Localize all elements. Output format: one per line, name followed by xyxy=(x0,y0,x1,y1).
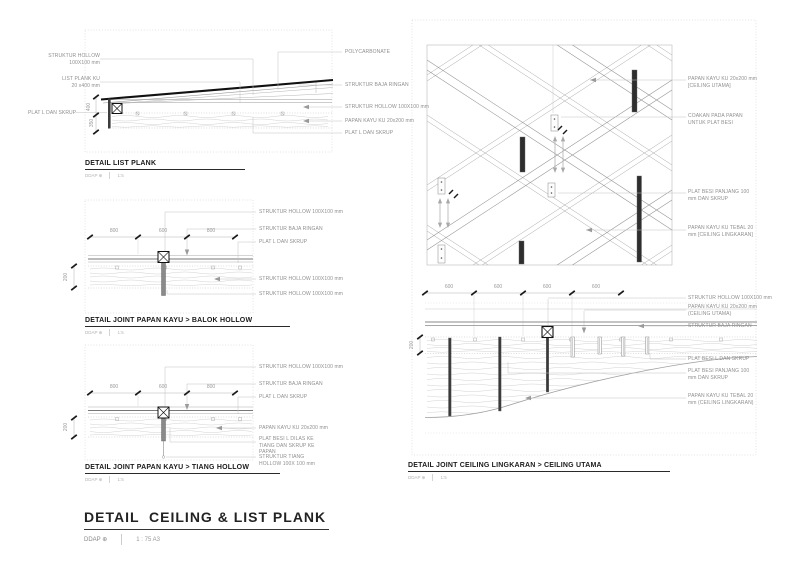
dimension-value: 600 xyxy=(158,228,168,234)
dimension-value: 600 xyxy=(542,284,552,290)
annotation-label: STRUKTUR BAJA RINGAN xyxy=(688,323,752,329)
dimension-value: 600 xyxy=(444,284,454,290)
annotation-label: STRUKTUR HOLLOW 100X100 mm xyxy=(259,364,344,370)
dimension-value: 400 xyxy=(86,102,92,112)
annotation-label: PAPAN KAYU KU 20x200 mm (CEILING UTAMA) xyxy=(688,304,757,317)
firm-label: DDAP ⊕ xyxy=(85,172,103,178)
annotation-label: STRUKTUR HOLLOW 100X100 mm xyxy=(688,295,773,301)
annotation-label: STRUKTUR HOLLOW 100X100 mm xyxy=(48,53,100,66)
annotation-label: PLAT L DAN SKRUP xyxy=(345,130,394,136)
scale-label: 1:5 xyxy=(117,477,124,482)
caption-divider xyxy=(109,329,111,336)
annotation-label: PLAT BESI PANJANG 100 mm DAN SKRUP xyxy=(688,189,750,202)
dimension-value: 200 xyxy=(63,422,69,432)
scale-label: 1:5 xyxy=(117,173,124,178)
annotation-label: STRUKTUR HOLLOW 100X100 mm xyxy=(345,104,430,110)
detail-title: DETAIL LIST PLANK xyxy=(85,160,245,170)
caption-divider xyxy=(109,476,111,483)
firm-label: DDAP ⊕ xyxy=(408,474,426,480)
annotation-label: STRUKTUR BAJA RINGAN xyxy=(259,381,323,387)
dimension-value: 600 xyxy=(591,284,601,290)
annotation-label: PLAT L DAN SKRUP xyxy=(259,239,308,245)
dimension-value: 800 xyxy=(109,384,119,390)
sheet-scale: 1 : 75 A3 xyxy=(136,536,160,543)
annotation-label: PAPAN KAYU KU TEBAL 20 mm (CEILING LINGK… xyxy=(688,393,754,406)
detail-title: DETAIL JOINT CEILING LINGKARAN > CEILING… xyxy=(408,462,670,472)
detail-caption-ceiling: DETAIL JOINT CEILING LINGKARAN > CEILING… xyxy=(408,462,670,481)
annotation-label: PLAT L DAN SKRUP xyxy=(28,110,77,116)
dimension-value: 800 xyxy=(206,228,216,234)
annotation-label: STRUKTUR BAJA RINGAN xyxy=(345,82,409,88)
caption-divider xyxy=(109,172,111,179)
firm-label: DDAP ⊕ xyxy=(85,329,103,335)
annotation-label: PAPAN KAYU KU 20x200 mm xyxy=(259,425,328,431)
annotation-label: STRUKTUR BAJA RINGAN xyxy=(259,226,323,232)
annotation-label: POLYCARBONATE xyxy=(345,49,391,55)
dimension-value: 600 xyxy=(158,384,168,390)
dimension-value: 800 xyxy=(206,384,216,390)
dimension-value: 600 xyxy=(493,284,503,290)
caption-divider xyxy=(432,474,434,481)
detail-title: DETAIL JOINT PAPAN KAYU > TIANG HOLLOW xyxy=(85,464,280,474)
annotation-label: PLAT BESI L DAN SKRUP xyxy=(688,356,750,362)
annotation-label: STRUKTUR TIANG HOLLOW 100X 100 mm xyxy=(259,454,315,467)
detail-caption-tiang-hollow: DETAIL JOINT PAPAN KAYU > TIANG HOLLOW D… xyxy=(85,464,280,483)
dimension-value: 200 xyxy=(63,272,69,282)
firm-label: DDAP ⊕ xyxy=(84,537,108,543)
annotation-label: PLAT L DAN SKRUP xyxy=(259,394,308,400)
annotation-label: STRUKTUR HOLLOW 100X100 mm xyxy=(259,276,344,282)
scale-label: 1:5 xyxy=(117,330,124,335)
detail-caption-list-plank: DETAIL LIST PLANK DDAP ⊕ 1:5 xyxy=(85,160,245,179)
firm-label: DDAP ⊕ xyxy=(85,476,103,482)
title-block: DETAIL CEILING & LIST PLANK DDAP ⊕ 1 : 7… xyxy=(84,509,329,545)
annotation-label: PLAT BESI L DILAS KE TIANG DAN SKRUP KE … xyxy=(259,436,315,455)
detail-title: DETAIL JOINT PAPAN KAYU > BALOK HOLLOW xyxy=(85,317,290,327)
dimension-value: 350 xyxy=(89,118,95,128)
annotation-label: PLAT BESI PANJANG 100 mm DAN SKRUP xyxy=(688,368,750,381)
annotation-label: PAPAN KAYU KU 20x200 mm xyxy=(345,118,414,124)
annotation-label: STRUKTUR HOLLOW 100X100 mm xyxy=(259,209,344,215)
sheet-title: DETAIL CEILING & LIST PLANK xyxy=(84,509,329,530)
title-divider xyxy=(121,534,123,545)
dimension-value: 200 xyxy=(409,340,415,350)
annotation-label: LIST PLANK KU 20 x400 mm xyxy=(62,76,100,89)
scale-label: 1:5 xyxy=(440,475,447,480)
annotation-label: PAPAN KAYU KU TEBAL 20 mm [CEILING LINGK… xyxy=(688,225,754,238)
annotation-label: STRUKTUR HOLLOW 100X100 mm xyxy=(259,291,344,297)
annotation-label: PAPAN KAYU KU 20x200 mm [CEILING UTAMA] xyxy=(688,76,757,89)
annotation-label: COAKAN PADA PAPAN UNTUK PLAT BESI xyxy=(688,113,743,126)
dimension-value: 800 xyxy=(109,228,119,234)
detail-caption-balok-hollow: DETAIL JOINT PAPAN KAYU > BALOK HOLLOW D… xyxy=(85,317,290,336)
